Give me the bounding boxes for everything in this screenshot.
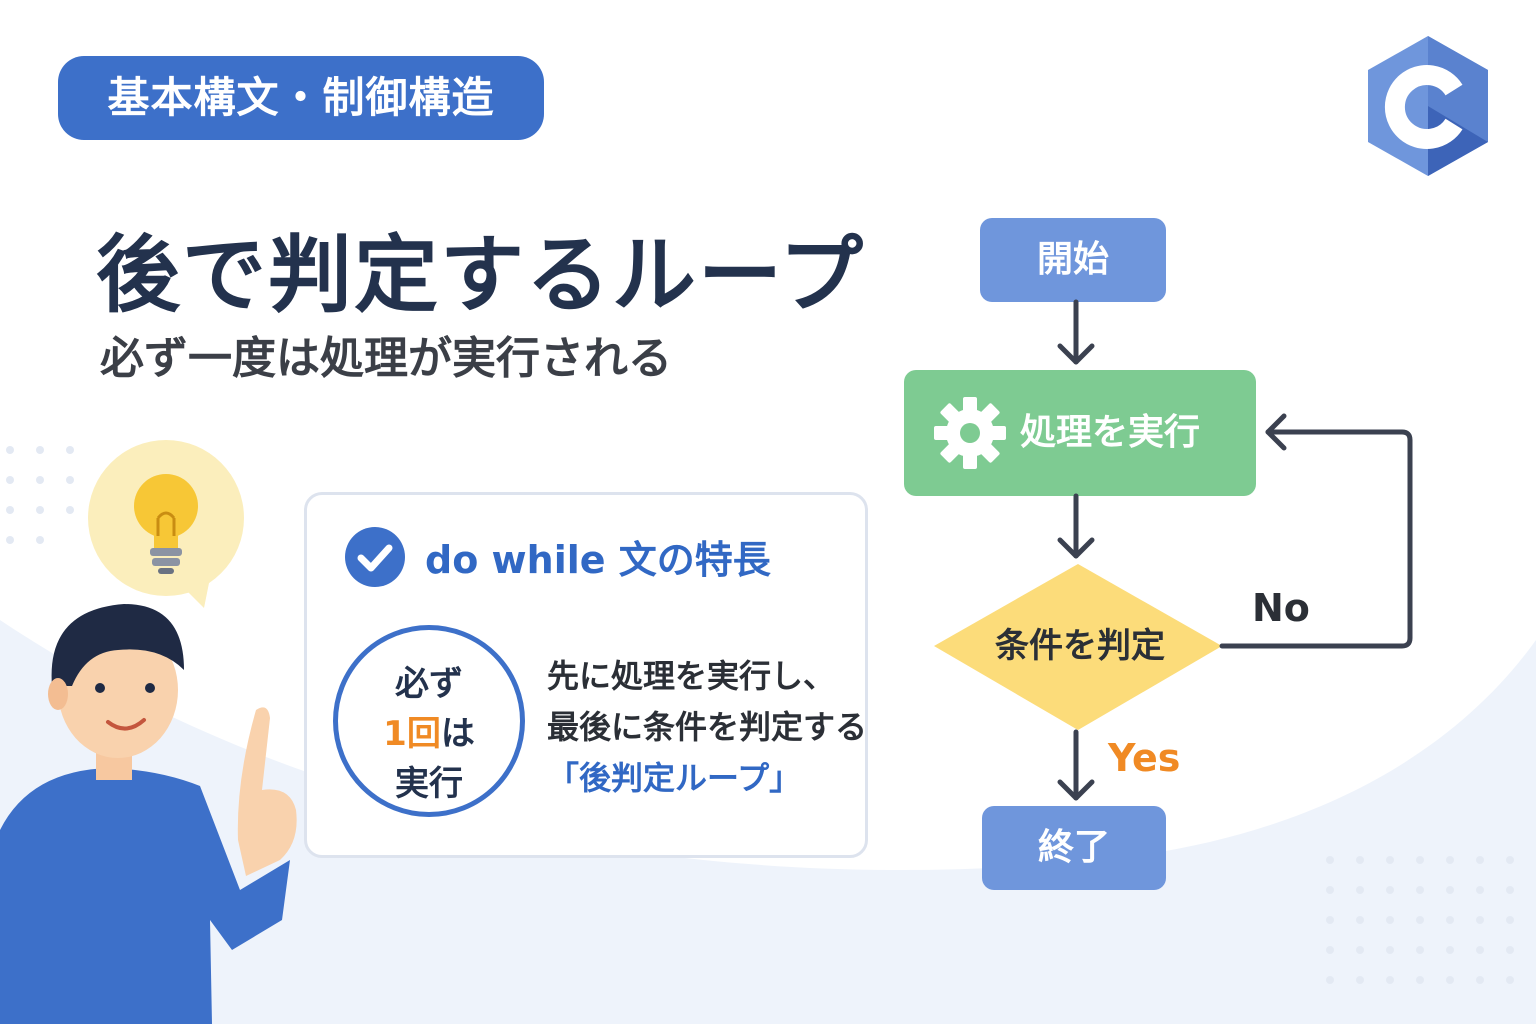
page-title: 後で判定するループ: [96, 226, 865, 324]
yes-branch-label: Yes: [1108, 736, 1181, 780]
desc-line-1: 先に処理を実行し、: [547, 657, 836, 695]
badge-line-2-rest: は: [440, 714, 475, 754]
person-illustration: [0, 604, 297, 1024]
start-label: 開始: [1036, 239, 1109, 280]
arrow-loop-back: [1219, 429, 1413, 649]
decision-label: 条件を判定: [995, 626, 1165, 666]
c-language-logo-icon: [1368, 36, 1488, 176]
badge-line-3: 実行: [395, 764, 463, 804]
feature-card: do while 文の特長 必ず 1回は 実行 先に処理を実行し、 最後に条件を…: [304, 492, 868, 858]
process-node: [904, 370, 1256, 496]
end-label: 終了: [1037, 827, 1110, 868]
check-circle-icon: [345, 527, 405, 587]
page-subtitle: 必ず一度は処理が実行される: [100, 333, 672, 384]
badge-accent: 1回: [383, 714, 441, 754]
decision-node: [934, 564, 1222, 730]
desc-line-2: 最後に条件を判定する: [547, 708, 868, 746]
card-title: do while 文の特長: [425, 538, 771, 582]
process-label: 処理を実行: [1020, 412, 1201, 453]
category-tag: 基本構文・制御構造: [58, 56, 544, 140]
badge-line-2: 1回は: [338, 706, 520, 755]
end-node: [982, 806, 1166, 890]
start-node: [980, 218, 1166, 302]
badge-line-1: 必ず: [395, 664, 463, 704]
once-badge: 必ず 1回は 実行: [333, 625, 525, 817]
lightbulb-icon: [88, 440, 244, 608]
card-description: 先に処理を実行し、 最後に条件を判定する 「後判定ループ」: [547, 651, 867, 804]
no-branch-label: No: [1252, 586, 1310, 630]
desc-line-3: 「後判定ループ」: [547, 759, 802, 797]
gear-icon: [934, 397, 1006, 469]
